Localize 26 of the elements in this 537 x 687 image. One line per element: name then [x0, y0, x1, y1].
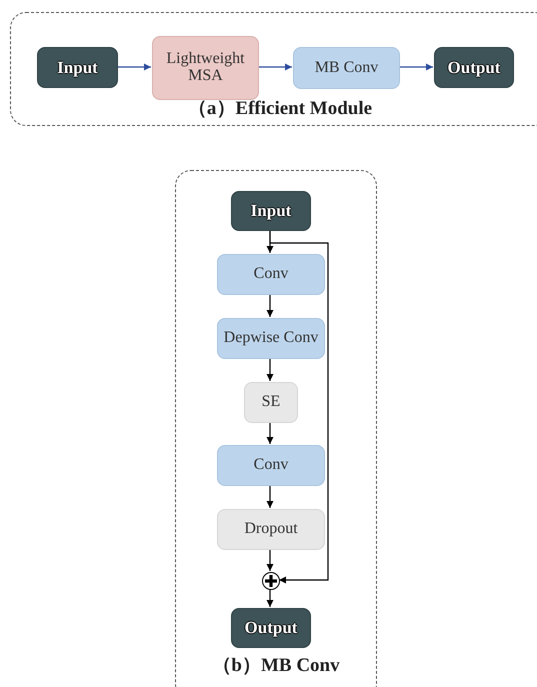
arrow [269, 230, 329, 584]
input-output-box: Input [37, 47, 118, 88]
process-box: Lightweight MSA [152, 36, 259, 100]
arrow [266, 294, 274, 317]
arrow [258, 64, 292, 70]
sum-circle [262, 572, 280, 590]
arrow [117, 64, 151, 70]
input-output-box: Input [231, 191, 311, 231]
process-box: Dropout [217, 509, 325, 550]
process-box: MB Conv [293, 47, 400, 89]
arrow [266, 549, 274, 571]
arrow [266, 358, 274, 381]
process-box: Conv [217, 445, 325, 486]
group-caption: （a）Efficient Module [186, 97, 374, 121]
arrow [266, 589, 274, 607]
dashed-group-frame [175, 170, 377, 687]
arrow [266, 485, 274, 508]
process-box: Conv [217, 254, 325, 295]
process-box: SE [244, 382, 298, 423]
input-output-box: Output [231, 608, 311, 648]
process-box: Depwise Conv [217, 318, 325, 359]
dashed-group-frame [10, 12, 537, 126]
input-output-box: Output [434, 47, 514, 88]
arrow [399, 64, 433, 70]
group-caption: （b）MB Conv [211, 654, 341, 678]
arrow [266, 422, 274, 444]
